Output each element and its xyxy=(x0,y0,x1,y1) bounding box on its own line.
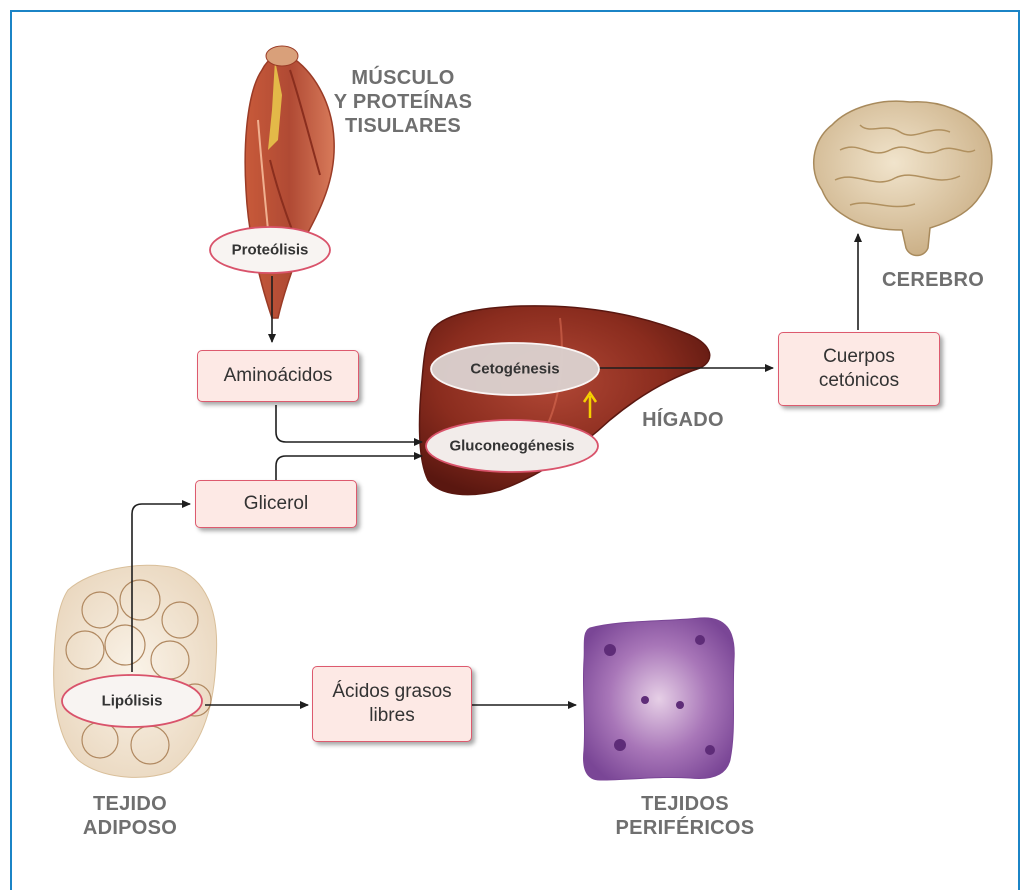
peripheral-tissue-image xyxy=(583,618,734,780)
label-adipose: TEJIDO ADIPOSO xyxy=(70,792,190,840)
label-muscle: MÚSCULO Y PROTEÍNAS TISULARES xyxy=(318,66,488,138)
brain-illustration xyxy=(814,101,992,255)
process-gluconeogenesis: Gluconeogénesis xyxy=(449,438,574,455)
arrow-aminoacids-to-gluconeogenesis xyxy=(276,405,422,442)
box-glycerol: Glicerol xyxy=(195,480,357,528)
arrow-glycerol-to-gluconeogenesis xyxy=(276,456,422,480)
label-liver: HÍGADO xyxy=(628,408,738,432)
process-lipolysis: Lipólisis xyxy=(102,693,163,710)
label-peripheral: TEJIDOS PERIFÉRICOS xyxy=(610,792,760,840)
process-proteolysis: Proteólisis xyxy=(232,242,309,259)
process-ketogenesis: Cetogénesis xyxy=(470,361,559,378)
box-ketone-bodies: Cuerpos cetónicos xyxy=(778,332,940,406)
box-amino-acids: Aminoácidos xyxy=(197,350,359,402)
box-free-fatty-acids: Ácidos grasos libres xyxy=(312,666,472,742)
adipose-tissue-image xyxy=(54,565,217,777)
label-brain: CEREBRO xyxy=(868,268,998,292)
